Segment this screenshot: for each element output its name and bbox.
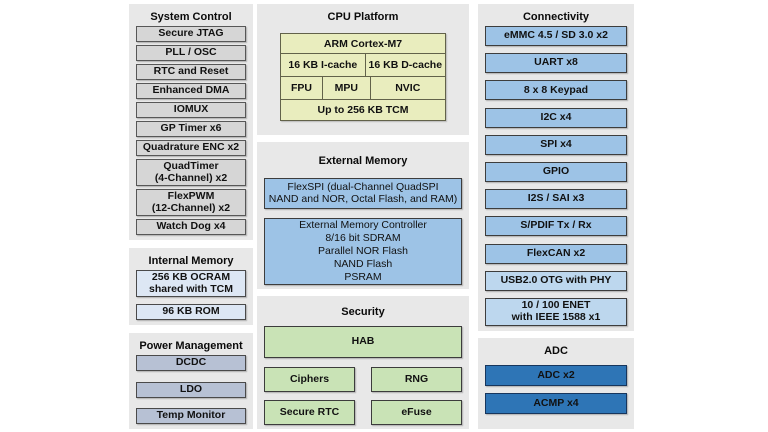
block-temp-monitor: Temp Monitor: [136, 408, 246, 424]
block-pll-osc: PLL / OSC: [136, 45, 246, 61]
left-column: System Control Secure JTAG PLL / OSC RTC…: [129, 4, 253, 429]
section-title-system-control: System Control: [150, 11, 232, 23]
block-spdif: S/PDIF Tx / Rx: [485, 216, 627, 237]
block-ldo: LDO: [136, 381, 246, 398]
block-uart: UART x8: [485, 53, 627, 74]
section-external-memory: External Memory FlexSPI (dual-Channel Qu…: [257, 142, 469, 289]
block-ext-mem-controller: External Memory Controller 8/16 bit SDRA…: [264, 218, 462, 285]
middle-column: CPU Platform ARM Cortex-M7 16 KB I-cache…: [257, 4, 469, 429]
cpu-row-caches: 16 KB I-cache 16 KB D-cache: [281, 53, 445, 76]
section-cpu-platform: CPU Platform ARM Cortex-M7 16 KB I-cache…: [257, 4, 469, 135]
block-dcache: 16 KB D-cache: [364, 54, 445, 76]
block-efuse: eFuse: [371, 400, 462, 425]
section-title-connectivity: Connectivity: [522, 11, 589, 23]
block-tcm: Up to 256 KB TCM: [317, 104, 409, 116]
block-nvic: NVIC: [369, 77, 445, 99]
adc-blocks: ADC x2 ACMP x4: [485, 360, 627, 424]
block-emmc-sd: eMMC 4.5 / SD 3.0 x2: [485, 26, 627, 46]
section-title-power-management: Power Management: [139, 340, 243, 352]
section-power-management: Power Management DCDC LDO Temp Monitor: [129, 333, 253, 429]
block-hab: HAB: [264, 326, 462, 358]
block-i2c: I2C x4: [485, 107, 627, 128]
block-i2s-sai: I2S / SAI x3: [485, 189, 627, 210]
security-module-grid: Ciphers RNG Secure RTC eFuse: [264, 367, 462, 425]
cpu-row-core: ARM Cortex-M7: [281, 34, 445, 53]
block-flexpwm: FlexPWM (12-Channel) x2: [136, 189, 246, 216]
section-internal-memory: Internal Memory 256 KB OCRAM shared with…: [129, 248, 253, 325]
connectivity-blocks: eMMC 4.5 / SD 3.0 x2 UART x8 8 x 8 Keypa…: [485, 26, 627, 326]
cpu-row-tcm: Up to 256 KB TCM: [281, 99, 445, 120]
block-iomux: IOMUX: [136, 102, 246, 118]
block-quadrature-enc: Quadrature ENC x2: [136, 140, 246, 156]
section-system-control: System Control Secure JTAG PLL / OSC RTC…: [129, 4, 253, 240]
block-flexcan: FlexCAN x2: [485, 243, 627, 264]
block-adc: ADC x2: [485, 365, 627, 386]
block-mpu: MPU: [322, 77, 370, 99]
section-adc: ADC ADC x2 ACMP x4: [478, 338, 634, 429]
block-gp-timer: GP Timer x6: [136, 121, 246, 137]
block-arm-cortex-m7: ARM Cortex-M7: [323, 37, 403, 50]
power-management-blocks: DCDC LDO Temp Monitor: [136, 355, 246, 424]
security-blocks: HAB Ciphers RNG Secure RTC eFuse: [264, 321, 462, 425]
block-fpu: FPU: [291, 82, 312, 94]
section-title-security: Security: [341, 306, 385, 318]
block-quadtimer: QuadTimer (4-Channel) x2: [136, 159, 246, 186]
block-icache: 16 KB I-cache: [288, 59, 358, 71]
section-title-adc: ADC: [544, 345, 568, 357]
section-security: Security HAB Ciphers RNG Secure RTC eFus…: [257, 296, 469, 429]
cpu-core-table: ARM Cortex-M7 16 KB I-cache 16 KB D-cach…: [280, 33, 446, 121]
block-rtc-reset: RTC and Reset: [136, 64, 246, 80]
system-control-blocks: Secure JTAG PLL / OSC RTC and Reset Enha…: [136, 26, 246, 235]
block-dcdc: DCDC: [136, 355, 246, 371]
block-watchdog: Watch Dog x4: [136, 219, 246, 235]
external-memory-blocks: FlexSPI (dual-Channel QuadSPI NAND and N…: [264, 170, 462, 285]
block-acmp: ACMP x4: [485, 393, 627, 414]
right-column: Connectivity eMMC 4.5 / SD 3.0 x2 UART x…: [478, 4, 634, 429]
block-ocram: 256 KB OCRAM shared with TCM: [136, 270, 246, 297]
block-secure-rtc: Secure RTC: [264, 400, 355, 425]
block-ciphers: Ciphers: [264, 367, 355, 392]
internal-memory-blocks: 256 KB OCRAM shared with TCM 96 KB ROM: [136, 270, 246, 320]
block-rom: 96 KB ROM: [136, 304, 246, 320]
block-enhanced-dma: Enhanced DMA: [136, 83, 246, 99]
block-keypad: 8 x 8 Keypad: [485, 80, 627, 101]
section-title-external-memory: External Memory: [318, 155, 408, 167]
block-spi: SPI x4: [485, 134, 627, 155]
block-enet: 10 / 100 ENET with IEEE 1588 x1: [485, 297, 627, 326]
block-rng: RNG: [371, 367, 462, 392]
cpu-row-units: FPU MPU NVIC: [281, 76, 445, 99]
section-title-internal-memory: Internal Memory: [148, 255, 234, 267]
block-gpio: GPIO: [485, 161, 627, 182]
block-usb-otg: USB2.0 OTG with PHY: [485, 270, 627, 291]
block-flexspi: FlexSPI (dual-Channel QuadSPI NAND and N…: [264, 178, 462, 209]
block-secure-jtag: Secure JTAG: [136, 26, 246, 42]
section-connectivity: Connectivity eMMC 4.5 / SD 3.0 x2 UART x…: [478, 4, 634, 331]
section-title-cpu-platform: CPU Platform: [327, 11, 399, 23]
